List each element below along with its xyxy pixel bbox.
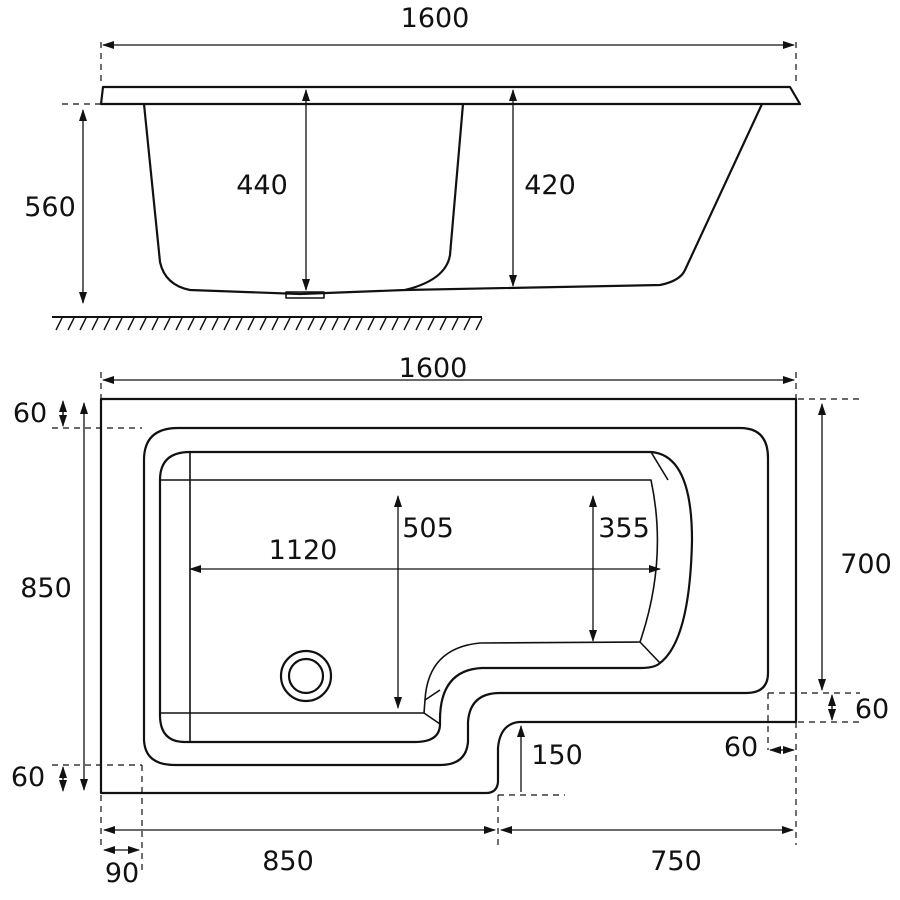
ground-hatch-mark (475, 317, 483, 331)
plan-waste-outer (279, 649, 333, 703)
plan-end-rim-label: 60 (724, 732, 758, 763)
ground-hatch-mark (271, 317, 279, 331)
ground-hatch-mark (319, 317, 327, 331)
side-waste-outlet (285, 291, 325, 299)
ground-hatch-mark (331, 317, 339, 331)
ground-line (52, 316, 483, 331)
ground-hatch-mark (355, 317, 363, 331)
plan-rim-inner (142, 426, 770, 767)
side-body-right (404, 103, 763, 292)
ground-hatch-mark (187, 317, 195, 331)
ground-hatch-mark (391, 317, 399, 331)
ground-hatch-mark (91, 317, 99, 331)
plan-depth-left-label: 505 (402, 513, 454, 544)
ground-hatch-mark (343, 317, 351, 331)
ground-hatch-mark (463, 317, 471, 331)
plan-left-offset-label: 90 (105, 858, 139, 889)
ground-hatch-mark (127, 317, 135, 331)
plan-top-rim-label: 60 (13, 398, 47, 429)
side-length-label: 1600 (401, 3, 470, 34)
ground-hatch-mark (235, 317, 243, 331)
ground-hatch-mark (79, 317, 87, 331)
ground-hatch-mark (379, 317, 387, 331)
side-rim (99, 85, 802, 106)
ground-hatch-mark (139, 317, 147, 331)
ground-hatch-mark (199, 317, 207, 331)
ground-hatch-mark (223, 317, 231, 331)
plan-bottom-rim-label: 60 (11, 762, 45, 793)
ground-hatch-mark (307, 317, 315, 331)
side-view: 1600 560 440 420 (24, 3, 802, 331)
plan-view: 1600 1120 505 355 (11, 353, 892, 889)
side-depth-left-label: 440 (236, 170, 288, 201)
ground-hatch-mark (103, 317, 111, 331)
plan-right-rim-label: 60 (855, 694, 889, 725)
ground-hatch-mark (367, 317, 375, 331)
side-depth-right-label: 420 (524, 170, 576, 201)
plan-basin-corners (160, 451, 669, 742)
ground-hatch-mark (295, 317, 303, 331)
plan-left-section-label: 850 (262, 846, 314, 877)
plan-step-label: 150 (531, 740, 583, 771)
plan-inner-length-label: 1120 (269, 535, 338, 566)
plan-length-label: 1600 (399, 353, 468, 384)
plan-width-label: 850 (20, 573, 72, 604)
ground-hatch-mark (439, 317, 447, 331)
ground-hatch-mark (283, 317, 291, 331)
ground-hatch-mark (67, 317, 75, 331)
ground-hatch-mark (115, 317, 123, 331)
ground-hatch-mark (415, 317, 423, 331)
plan-waste-inner (287, 657, 325, 695)
ground-hatch-mark (403, 317, 411, 331)
ground-hatch-mark (175, 317, 183, 331)
ground-hatch-mark (55, 317, 63, 331)
ground-hatch-mark (163, 317, 171, 331)
plan-right-section-label: 750 (650, 846, 702, 877)
side-height-label: 560 (24, 192, 76, 223)
ground-hatch-mark (247, 317, 255, 331)
ground-hatch-mark (259, 317, 267, 331)
plan-outer-outline (99, 397, 798, 795)
ground-hatch-mark (151, 317, 159, 331)
side-basin-left (142, 103, 465, 296)
plan-shower-width-label: 700 (840, 549, 892, 580)
ground-hatch-mark (451, 317, 459, 331)
plan-depth-right-label: 355 (598, 513, 650, 544)
plan-basin-outline (158, 450, 694, 744)
ground-hatch-mark (427, 317, 435, 331)
ground-hatch-mark (211, 317, 219, 331)
